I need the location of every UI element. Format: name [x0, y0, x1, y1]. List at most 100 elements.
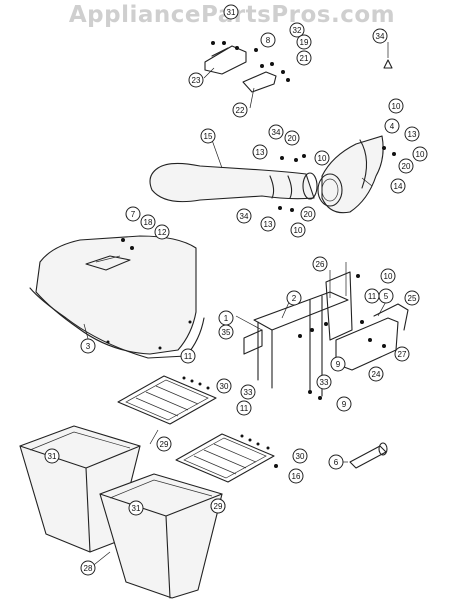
- callout-16: 16: [288, 468, 304, 484]
- svg-text:20: 20: [288, 134, 297, 143]
- callout-23: 23: [188, 72, 204, 88]
- callout-30: 30: [292, 448, 308, 464]
- svg-text:22: 22: [236, 106, 245, 115]
- callout-12: 12: [154, 224, 170, 240]
- callout-9: 9: [336, 396, 352, 412]
- svg-text:11: 11: [184, 352, 193, 361]
- svg-text:33: 33: [244, 388, 253, 397]
- callout-31: 31: [44, 448, 60, 464]
- elbow-adapter: [317, 135, 396, 214]
- svg-text:34: 34: [240, 212, 249, 221]
- svg-text:1: 1: [224, 314, 229, 323]
- svg-text:34: 34: [376, 32, 385, 41]
- svg-text:18: 18: [144, 218, 153, 227]
- callout-29: 29: [210, 498, 226, 514]
- callout-34: 34: [372, 28, 388, 44]
- collection-bag-front: [99, 473, 223, 599]
- svg-text:24: 24: [372, 370, 381, 379]
- callout-4: 4: [384, 118, 400, 134]
- svg-text:20: 20: [402, 162, 411, 171]
- svg-text:10: 10: [392, 102, 401, 111]
- svg-text:7: 7: [131, 210, 136, 219]
- svg-text:8: 8: [266, 36, 271, 45]
- svg-text:29: 29: [214, 502, 223, 511]
- callout-10: 10: [388, 98, 404, 114]
- svg-text:13: 13: [256, 148, 265, 157]
- callout-13: 13: [252, 144, 268, 160]
- callout-31: 31: [223, 4, 239, 20]
- svg-text:31: 31: [132, 504, 141, 513]
- callout-27: 27: [394, 346, 410, 362]
- callout-1: 1: [218, 310, 234, 326]
- callout-20: 20: [284, 130, 300, 146]
- callout-13: 13: [260, 216, 276, 232]
- pin-part: [349, 442, 388, 469]
- callout-21: 21: [296, 50, 312, 66]
- callout-35: 35: [218, 324, 234, 340]
- callout-18: 18: [140, 214, 156, 230]
- callout-29: 29: [156, 436, 172, 452]
- svg-text:10: 10: [384, 272, 393, 281]
- callout-11: 11: [364, 288, 380, 304]
- callout-19: 19: [296, 34, 312, 50]
- callout-5: 5: [378, 288, 394, 304]
- svg-text:35: 35: [222, 328, 231, 337]
- callout-14: 14: [390, 178, 406, 194]
- bag-frame-lower: [175, 433, 278, 483]
- svg-text:5: 5: [384, 292, 389, 301]
- svg-text:12: 12: [158, 228, 167, 237]
- svg-text:30: 30: [220, 382, 229, 391]
- callout-10: 10: [412, 146, 428, 162]
- svg-text:31: 31: [227, 8, 236, 17]
- svg-text:29: 29: [160, 440, 169, 449]
- callout-11: 11: [180, 348, 196, 364]
- callout-32: 32: [289, 22, 305, 38]
- callout-28: 28: [80, 560, 96, 576]
- svg-text:13: 13: [264, 220, 273, 229]
- svg-text:31: 31: [48, 452, 57, 461]
- leader-lines: [83, 67, 389, 569]
- svg-text:13: 13: [408, 130, 417, 139]
- svg-text:28: 28: [84, 564, 93, 573]
- callout-15: 15: [200, 128, 216, 144]
- svg-text:10: 10: [294, 226, 303, 235]
- svg-text:15: 15: [204, 132, 213, 141]
- callout-20: 20: [398, 158, 414, 174]
- blower-cover: [29, 235, 205, 359]
- svg-text:25: 25: [408, 294, 417, 303]
- svg-text:23: 23: [192, 76, 201, 85]
- callout-26: 26: [312, 256, 328, 272]
- callout-8: 8: [260, 32, 276, 48]
- svg-text:11: 11: [240, 404, 249, 413]
- svg-text:10: 10: [416, 150, 425, 159]
- callout-10: 10: [290, 222, 306, 238]
- callout-22: 22: [232, 102, 248, 118]
- svg-text:16: 16: [292, 472, 301, 481]
- callout-24: 24: [368, 366, 384, 382]
- svg-text:20: 20: [304, 210, 313, 219]
- bracket-assembly: [204, 41, 393, 93]
- svg-text:32: 32: [293, 26, 302, 35]
- bag-frame-upper: [117, 375, 217, 425]
- svg-text:9: 9: [336, 360, 341, 369]
- svg-text:14: 14: [394, 182, 403, 191]
- callout-30: 30: [216, 378, 232, 394]
- callout-7: 7: [125, 206, 141, 222]
- svg-text:10: 10: [318, 154, 327, 163]
- svg-text:26: 26: [316, 260, 325, 269]
- svg-text:33: 33: [320, 378, 329, 387]
- callout-10: 10: [314, 150, 330, 166]
- svg-text:19: 19: [300, 38, 309, 47]
- svg-text:11: 11: [368, 292, 377, 301]
- svg-text:4: 4: [390, 122, 395, 131]
- callout-34: 34: [268, 124, 284, 140]
- svg-text:6: 6: [334, 458, 339, 467]
- callout-31: 31: [128, 500, 144, 516]
- svg-text:21: 21: [300, 54, 309, 63]
- callout-6: 6: [328, 454, 344, 470]
- svg-text:9: 9: [342, 400, 347, 409]
- callout-13: 13: [404, 126, 420, 142]
- discharge-chute: [149, 154, 318, 212]
